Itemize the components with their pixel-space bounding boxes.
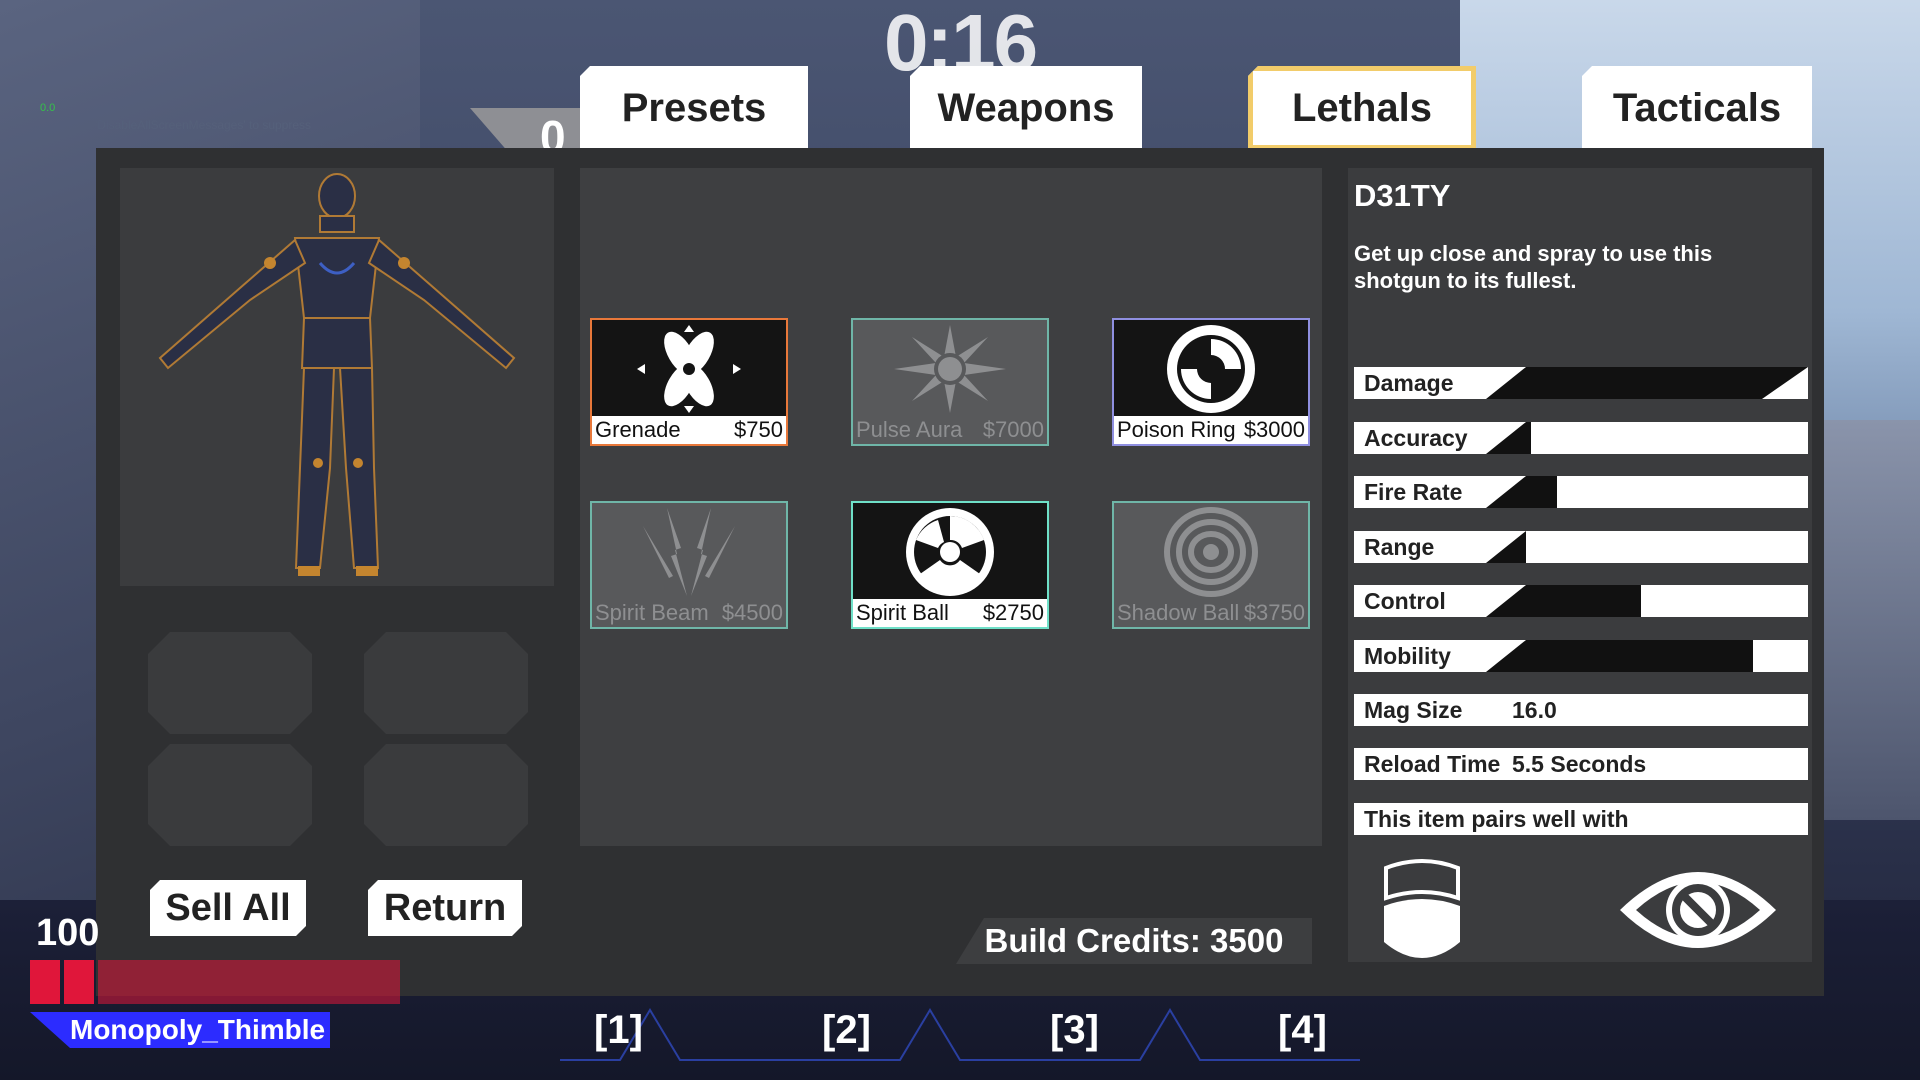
item-price: $7000 <box>982 417 1044 442</box>
tab-weapons[interactable]: Weapons <box>910 66 1142 150</box>
item-name: Shadow Ball <box>1117 600 1240 625</box>
item-price: $4500 <box>721 600 783 625</box>
stat-value: 16.0 <box>1512 697 1557 723</box>
stat-reload-time: Reload Time 5.5 Seconds <box>1354 748 1808 780</box>
sell-all-button[interactable]: Sell All <box>150 880 306 936</box>
item-name: Spirit Ball <box>856 600 949 625</box>
background-building-right <box>1810 420 1920 820</box>
ball-icon <box>853 503 1047 601</box>
stat-range: Range <box>1354 531 1808 563</box>
slot-number-3: [3] <box>1050 1008 1099 1052</box>
item-price: $750 <box>734 417 783 442</box>
stat-mag-size: Mag Size 16.0 <box>1354 694 1808 726</box>
player-name: Monopoly_Thimble <box>30 1012 330 1048</box>
swirl-icon <box>1114 320 1308 418</box>
item-name: Pulse Aura <box>856 417 963 442</box>
equipment-slot[interactable] <box>364 632 528 734</box>
item-card-shadow-ball[interactable]: Shadow Ball$3750 <box>1112 501 1310 629</box>
stat-fill <box>1486 531 1526 563</box>
stat-label: Range <box>1364 534 1435 560</box>
health-value: 100 <box>36 912 100 954</box>
item-price: $3000 <box>1243 417 1305 442</box>
item-name: Grenade <box>595 417 681 442</box>
eye-cancel-icon[interactable] <box>1618 864 1778 961</box>
stat-label: Reload Time <box>1364 751 1501 777</box>
beam-icon <box>592 503 786 601</box>
stat-fill <box>1486 476 1557 508</box>
stat-label: Accuracy <box>1364 425 1468 451</box>
stat-control: Control <box>1354 585 1808 617</box>
stat-label: Fire Rate <box>1364 479 1463 505</box>
item-card-spirit-beam[interactable]: Spirit Beam $4500 <box>590 501 788 629</box>
equipment-slot[interactable] <box>364 744 528 846</box>
stat-fill <box>1486 422 1531 454</box>
stat-fill <box>1486 585 1641 617</box>
slot-number-2: [2] <box>822 1008 871 1052</box>
item-card-pulse-aura[interactable]: Pulse Aura $7000 <box>851 318 1049 446</box>
item-card-grenade[interactable]: Grenade $750 <box>590 318 788 446</box>
return-button[interactable]: Return <box>368 880 522 936</box>
equipment-slot[interactable] <box>148 632 312 734</box>
item-description: Get up close and spray to use this shotg… <box>1354 241 1713 293</box>
item-name: Poison Ring <box>1117 417 1236 442</box>
item-card-poison-ring[interactable]: Poison Ring $3000 <box>1112 318 1310 446</box>
stat-damage: Damage <box>1354 367 1808 399</box>
flower-icon <box>592 320 786 418</box>
stat-mobility: Mobility <box>1354 640 1808 672</box>
item-title: D31TY <box>1354 178 1451 213</box>
tab-lethals[interactable]: Lethals <box>1248 66 1476 150</box>
stat-label: Control <box>1364 588 1446 614</box>
rings-icon <box>1114 503 1308 601</box>
shield-icon[interactable] <box>1382 858 1462 969</box>
character-model <box>158 173 516 576</box>
hud-decoration <box>560 1008 1360 1061</box>
build-credits: Build Credits: 3500 <box>956 918 1312 964</box>
starburst-icon <box>853 320 1047 418</box>
equipment-slot[interactable] <box>148 744 312 846</box>
stat-label: Damage <box>1364 370 1454 396</box>
stat-fill <box>1486 640 1753 672</box>
item-card-spirit-ball[interactable]: Spirit Ball $2750 <box>851 501 1049 629</box>
stat-accuracy: Accuracy <box>1354 422 1808 454</box>
stat-fill <box>1486 367 1808 399</box>
health-bar <box>30 960 400 1004</box>
item-price: $3750 <box>1243 600 1305 625</box>
slot-number-4: [4] <box>1278 1008 1327 1052</box>
debug-message: 'DisableAllScreenMessages' to suppress <box>95 118 312 132</box>
tab-tacticals[interactable]: Tacticals <box>1582 66 1812 150</box>
tab-presets[interactable]: Presets <box>580 66 808 150</box>
stat-label: Mag Size <box>1364 697 1463 723</box>
pairs-with-label: This item pairs well with <box>1364 806 1629 832</box>
debug-value: 0.0 <box>40 102 56 114</box>
stat-value: 5.5 Seconds <box>1512 751 1647 777</box>
pairs-with-row: This item pairs well with <box>1354 803 1808 835</box>
item-name: Spirit Beam <box>595 600 709 625</box>
stat-fire-rate: Fire Rate <box>1354 476 1808 508</box>
character-preview <box>120 168 554 586</box>
item-price: $2750 <box>982 600 1044 625</box>
slot-number-1: [1] <box>594 1008 643 1052</box>
stat-label: Mobility <box>1364 643 1451 669</box>
